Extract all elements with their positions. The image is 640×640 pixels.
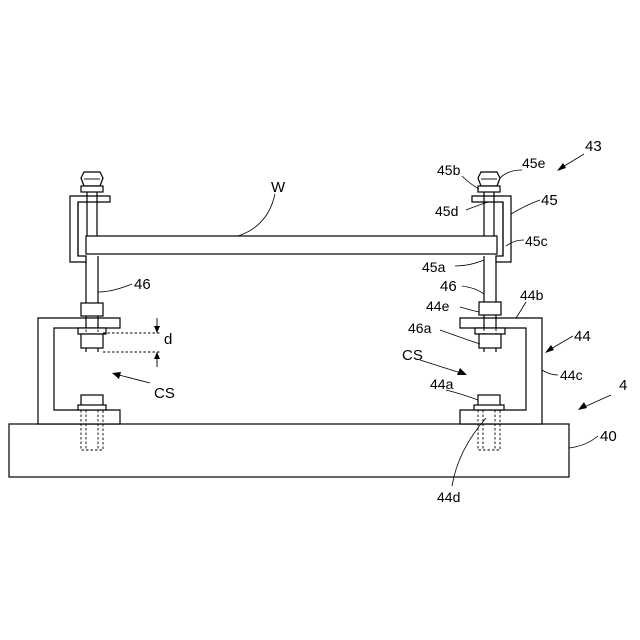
cs-arrow-right [420, 360, 467, 375]
right-clamp-washer-45b [478, 186, 500, 192]
label-45c: 45c [525, 233, 548, 249]
label-45a: 45a [422, 259, 446, 275]
label-CS-left: CS [154, 385, 175, 402]
left-bottom-washer [78, 405, 106, 410]
label-d: d [164, 331, 172, 348]
workpiece-W [86, 236, 497, 254]
label-44: 44 [574, 328, 591, 345]
right-upper-nut-44e [479, 302, 501, 315]
label-40: 40 [600, 428, 617, 445]
label-44d: 44d [437, 489, 460, 505]
label-46-right: 46 [440, 278, 457, 295]
label-4: 4 [619, 377, 627, 394]
label-45d: 45d [435, 203, 458, 219]
cs-arrow-left [112, 372, 150, 383]
left-clamp-bolt-washer [81, 186, 103, 192]
label-44c: 44c [560, 367, 583, 383]
right-lower-nut-46a [479, 334, 501, 348]
label-44e: 44e [426, 298, 450, 314]
label-46-left: 46 [134, 276, 151, 293]
label-45e: 45e [522, 155, 546, 171]
left-lower-nut [81, 334, 103, 348]
label-45: 45 [541, 192, 558, 209]
left-upper-nut [81, 303, 103, 316]
label-43: 43 [585, 138, 602, 155]
left-lower-washer [78, 328, 106, 334]
label-45b: 45b [437, 162, 461, 178]
label-CS-right: CS [402, 347, 423, 364]
label-44a: 44a [430, 376, 454, 392]
left-bolt-46 [78, 256, 106, 352]
label-46a: 46a [408, 320, 432, 336]
right-bottom-washer [474, 405, 504, 410]
label-W: W [271, 179, 286, 196]
right-bolt-46 [475, 256, 505, 352]
right-lower-washer [475, 328, 505, 334]
base-plate-40 [9, 424, 569, 477]
label-44b: 44b [520, 287, 544, 303]
